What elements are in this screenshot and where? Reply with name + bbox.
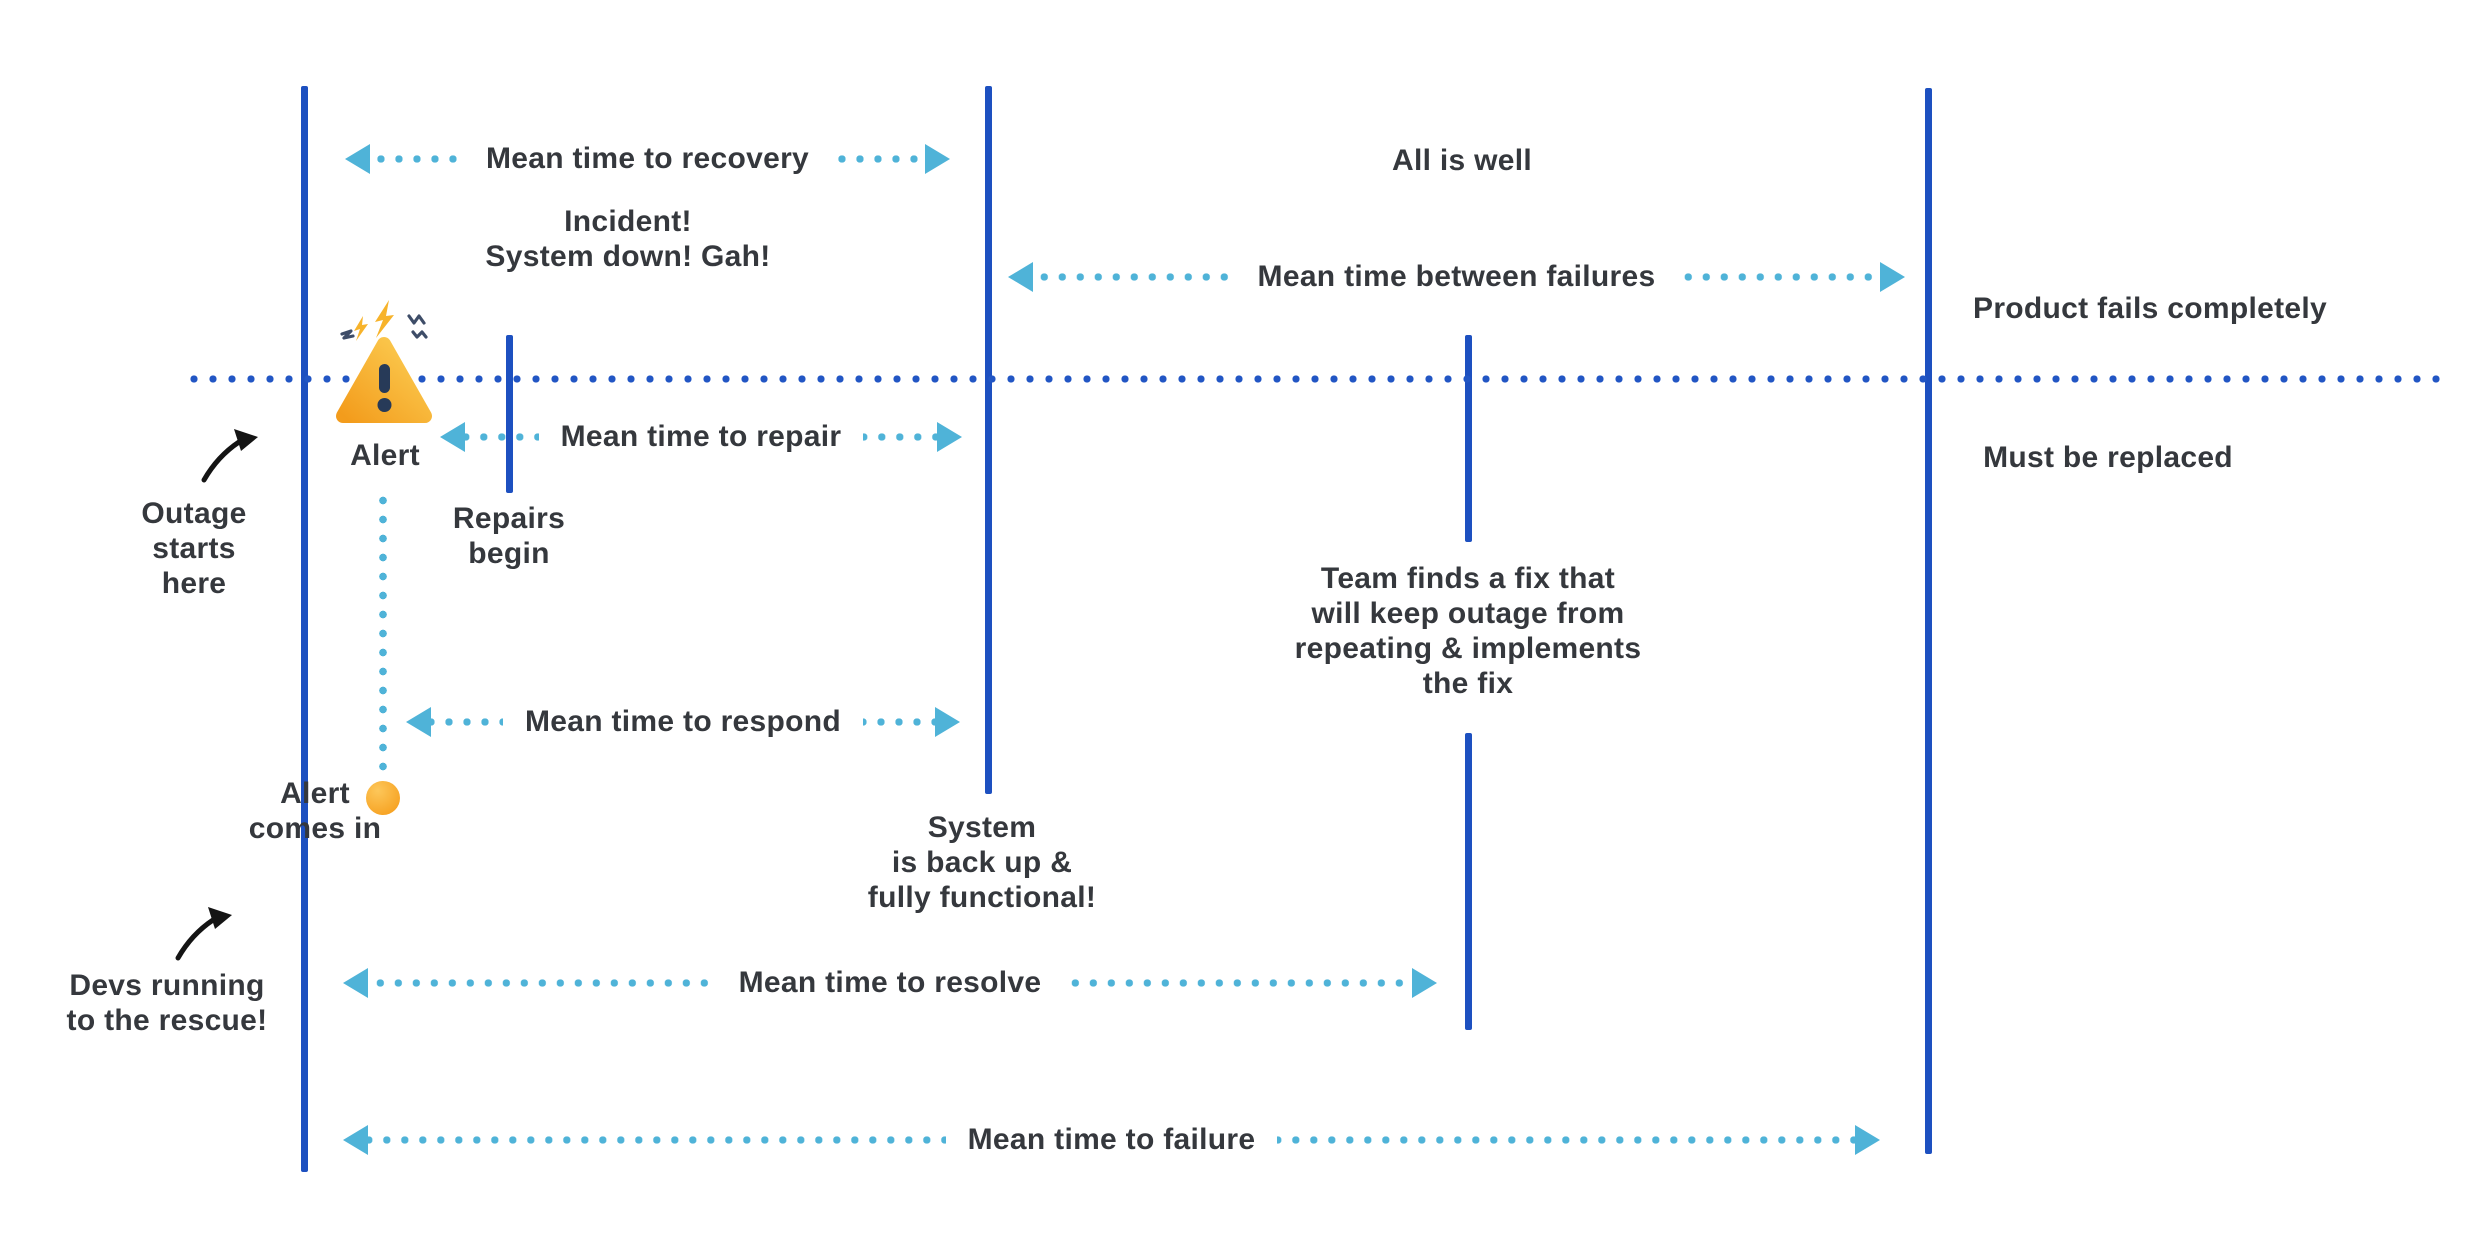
note-outage-starts-here: Outage starts here xyxy=(141,496,246,601)
devs-curved-arrow-icon xyxy=(172,906,234,963)
alert-incoming-dot xyxy=(366,781,400,815)
note-line: Team finds a fix that xyxy=(1320,562,1616,595)
dotted-span xyxy=(370,155,464,163)
note-line: repeating & implements xyxy=(1294,632,1642,665)
dotted-span xyxy=(863,718,936,726)
metric-label: Mean time to recovery xyxy=(485,142,810,175)
note-team-fix: Team finds a fix that will keep outage f… xyxy=(1295,561,1642,701)
note-line: Alert xyxy=(280,777,350,810)
dotted-span xyxy=(465,433,539,441)
arrowhead-right-icon xyxy=(937,422,962,452)
arrowhead-left-icon xyxy=(440,422,465,452)
note-line: Incident! xyxy=(564,205,692,238)
outage-start-line xyxy=(301,86,308,1172)
note-product-fails: Product fails completely xyxy=(1973,292,2327,325)
product-failure-line xyxy=(1925,88,1932,1154)
dotted-span xyxy=(1677,273,1881,281)
fix-implemented-marker-upper xyxy=(1465,335,1472,542)
fix-implemented-marker-lower xyxy=(1465,733,1472,1030)
arrowhead-left-icon xyxy=(345,144,370,174)
note-alert: Alert xyxy=(350,439,420,472)
note-must-be-replaced: Must be replaced xyxy=(1983,441,2233,474)
note-alert-comes-in: Alert comes in xyxy=(249,776,381,846)
arrowhead-left-icon xyxy=(1008,262,1033,292)
mean-time-to-recovery-arrow: Mean time to recovery xyxy=(345,142,950,175)
system-restored-line xyxy=(985,86,992,794)
note-line: fully functional! xyxy=(867,881,1097,914)
mean-time-to-repair-arrow: Mean time to repair xyxy=(440,420,962,453)
note-line: System xyxy=(927,811,1037,844)
arrowhead-left-icon xyxy=(343,1125,368,1155)
metric-label: Mean time to repair xyxy=(560,420,842,453)
mean-time-to-failure-arrow: Mean time to failure xyxy=(343,1123,1880,1156)
note-line: Devs running xyxy=(69,969,265,1002)
note-line: System down! Gah! xyxy=(485,240,771,273)
arrowhead-left-icon xyxy=(343,968,368,998)
dotted-span xyxy=(368,979,717,987)
note-line: Repairs xyxy=(452,502,566,535)
note-incident: Incident! System down! Gah! xyxy=(485,204,770,274)
metric-label: Mean time to respond xyxy=(524,705,842,738)
repairs-begin-marker xyxy=(506,335,513,493)
arrowhead-right-icon xyxy=(1880,262,1906,292)
arrowhead-right-icon xyxy=(1855,1125,1880,1155)
arrowhead-right-icon xyxy=(925,144,950,174)
metric-label: Mean time to failure xyxy=(967,1123,1256,1156)
note-line: is back up & xyxy=(891,846,1073,879)
mean-time-to-resolve-arrow: Mean time to resolve xyxy=(343,966,1438,999)
dotted-span xyxy=(368,1136,946,1144)
note-line: Outage xyxy=(141,497,247,530)
note-line: to the rescue! xyxy=(66,1004,268,1037)
dotted-span xyxy=(831,155,925,163)
warning-triangle-icon xyxy=(325,298,443,436)
note-line: begin xyxy=(468,537,550,570)
dotted-span xyxy=(431,718,503,726)
note-line: the fix xyxy=(1422,667,1514,700)
dotted-span xyxy=(1277,1136,1855,1144)
mean-time-to-respond-arrow: Mean time to respond xyxy=(406,705,961,738)
dotted-span xyxy=(1063,979,1413,987)
note-all-is-well: All is well xyxy=(1391,144,1533,177)
dotted-span xyxy=(1033,273,1236,281)
arrowhead-right-icon xyxy=(1412,968,1438,998)
note-line: will keep outage from xyxy=(1311,597,1625,630)
mean-time-between-failures-arrow: Mean time between failures xyxy=(1008,260,1906,293)
arrowhead-left-icon xyxy=(406,707,431,737)
note-system-back-up: System is back up & fully functional! xyxy=(868,810,1096,915)
metric-label: Mean time to resolve xyxy=(738,966,1042,999)
outage-curved-arrow-icon xyxy=(198,428,260,485)
metric-label: Mean time between failures xyxy=(1257,260,1656,293)
note-line: here xyxy=(161,567,227,600)
alert-connector-dotted-line xyxy=(379,496,387,778)
timeline-dotted-line xyxy=(190,375,2440,383)
note-line: starts xyxy=(152,532,236,565)
dotted-span xyxy=(863,433,937,441)
arrowhead-right-icon xyxy=(935,707,961,737)
note-repairs-begin: Repairs begin xyxy=(453,501,565,571)
note-devs-running: Devs running to the rescue! xyxy=(67,968,268,1038)
note-line: comes in xyxy=(248,812,382,845)
